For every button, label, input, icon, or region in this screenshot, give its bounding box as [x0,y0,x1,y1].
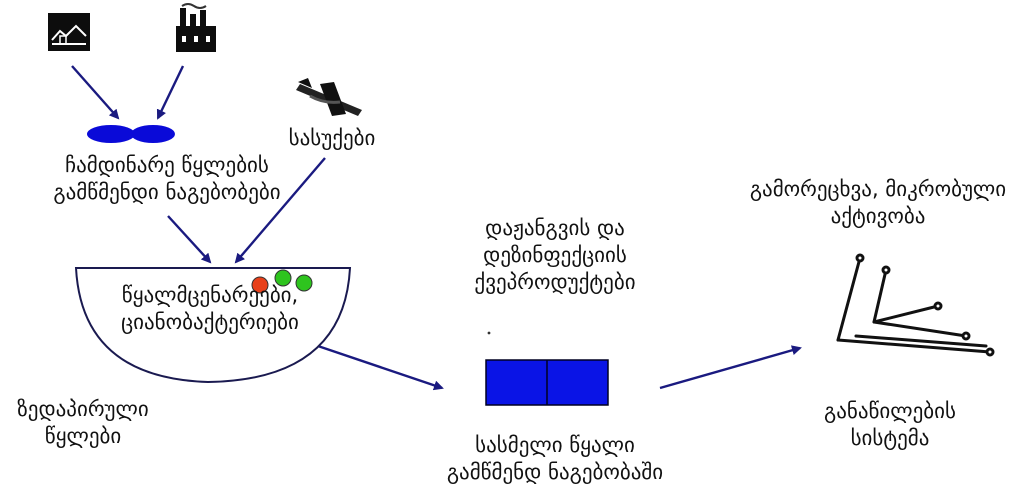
arrow-fertilizer-to-reservoir [234,157,326,264]
arrow-factory-to-plant [156,65,185,120]
dot-marker [487,331,491,335]
arrow-reservoir-to-treatment [311,342,444,391]
flow-arrows [71,65,802,391]
arrow-treatment-to-distribution [659,345,802,390]
label-corrosion: გამორეცხვა, მიკრობული აქტივობა [749,177,1007,228]
arrow-plant-to-reservoir [167,215,212,264]
airplane-icon [296,78,362,116]
farm-icon [48,13,90,51]
label-distribution: განაწილების სისტემა [824,399,956,450]
label-algae: წყალმცენარეები, ციანობაქტერიები [121,283,299,334]
treatment-plant-block [485,359,609,406]
algae-green-dot [274,269,292,287]
label-drinking-water-plant: სასმელი წყალი გამწმენდ ნაგებობაში [446,433,664,484]
label-fertilizers: სასუქები [288,126,376,150]
algae-red-dot [251,276,269,294]
algae-green-dot-2 [295,274,313,292]
factory-icon [176,3,216,52]
reservoir-bowl [74,267,352,384]
arrow-farm-to-plant [71,65,120,120]
label-wastewater-plant: ჩამდინარე წყლების გამწმენდი ნაგებობები [53,153,281,204]
pipe-network-icon [836,253,995,357]
label-disinfection-byproducts: დაჟანგვის და დეზინფექციის ქვეპროდუქტები [474,216,636,294]
wastewater-plant-icon [87,125,175,143]
label-surface-water: ზედაპირული წყლები [17,397,149,448]
